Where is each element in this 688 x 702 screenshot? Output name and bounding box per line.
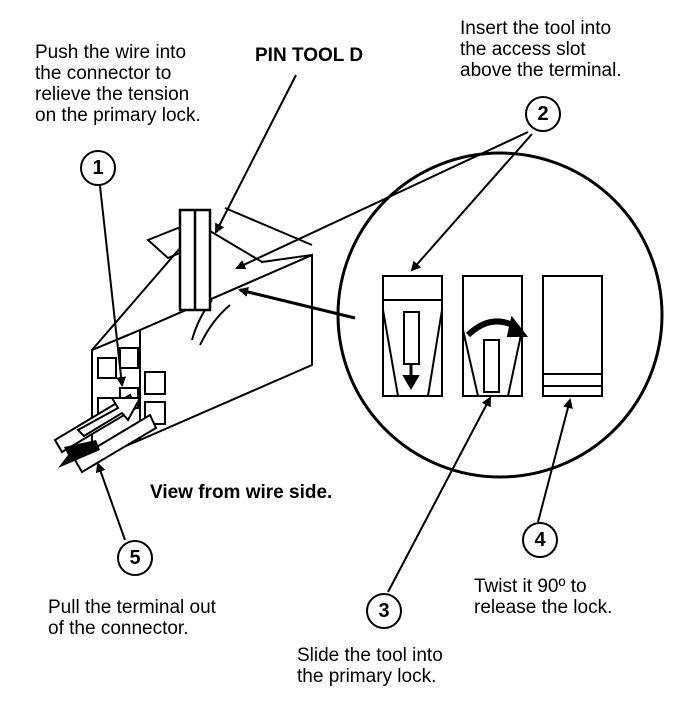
view-caption: View from wire side. — [150, 482, 333, 503]
step5-text: Pull the terminal out of the connector. — [48, 597, 216, 639]
terminal-panel-release — [542, 275, 603, 397]
terminal-panel-slide — [382, 275, 443, 397]
step2-text: Insert the tool into the access slot abo… — [460, 18, 622, 81]
step1-number-badge: 1 — [80, 150, 116, 186]
leader-lines — [95, 74, 573, 593]
magnified-view-circle — [336, 151, 664, 479]
step3-number-badge: 3 — [366, 593, 402, 629]
step4-text: Twist it 90º to release the lock. — [474, 576, 613, 618]
pin-tool — [178, 208, 212, 312]
step4-number-badge: 4 — [522, 522, 558, 558]
step1-text: Push the wire into the connector to reli… — [35, 42, 201, 126]
terminal-panel-twist — [462, 275, 529, 397]
step5-number-badge: 5 — [117, 540, 153, 576]
pull-arrow — [58, 440, 100, 468]
step2-number-badge: 2 — [525, 96, 561, 132]
tool-title: PIN TOOL D — [255, 45, 364, 66]
push-arrow — [76, 397, 142, 438]
step3-text: Slide the tool into the primary lock. — [297, 645, 443, 687]
